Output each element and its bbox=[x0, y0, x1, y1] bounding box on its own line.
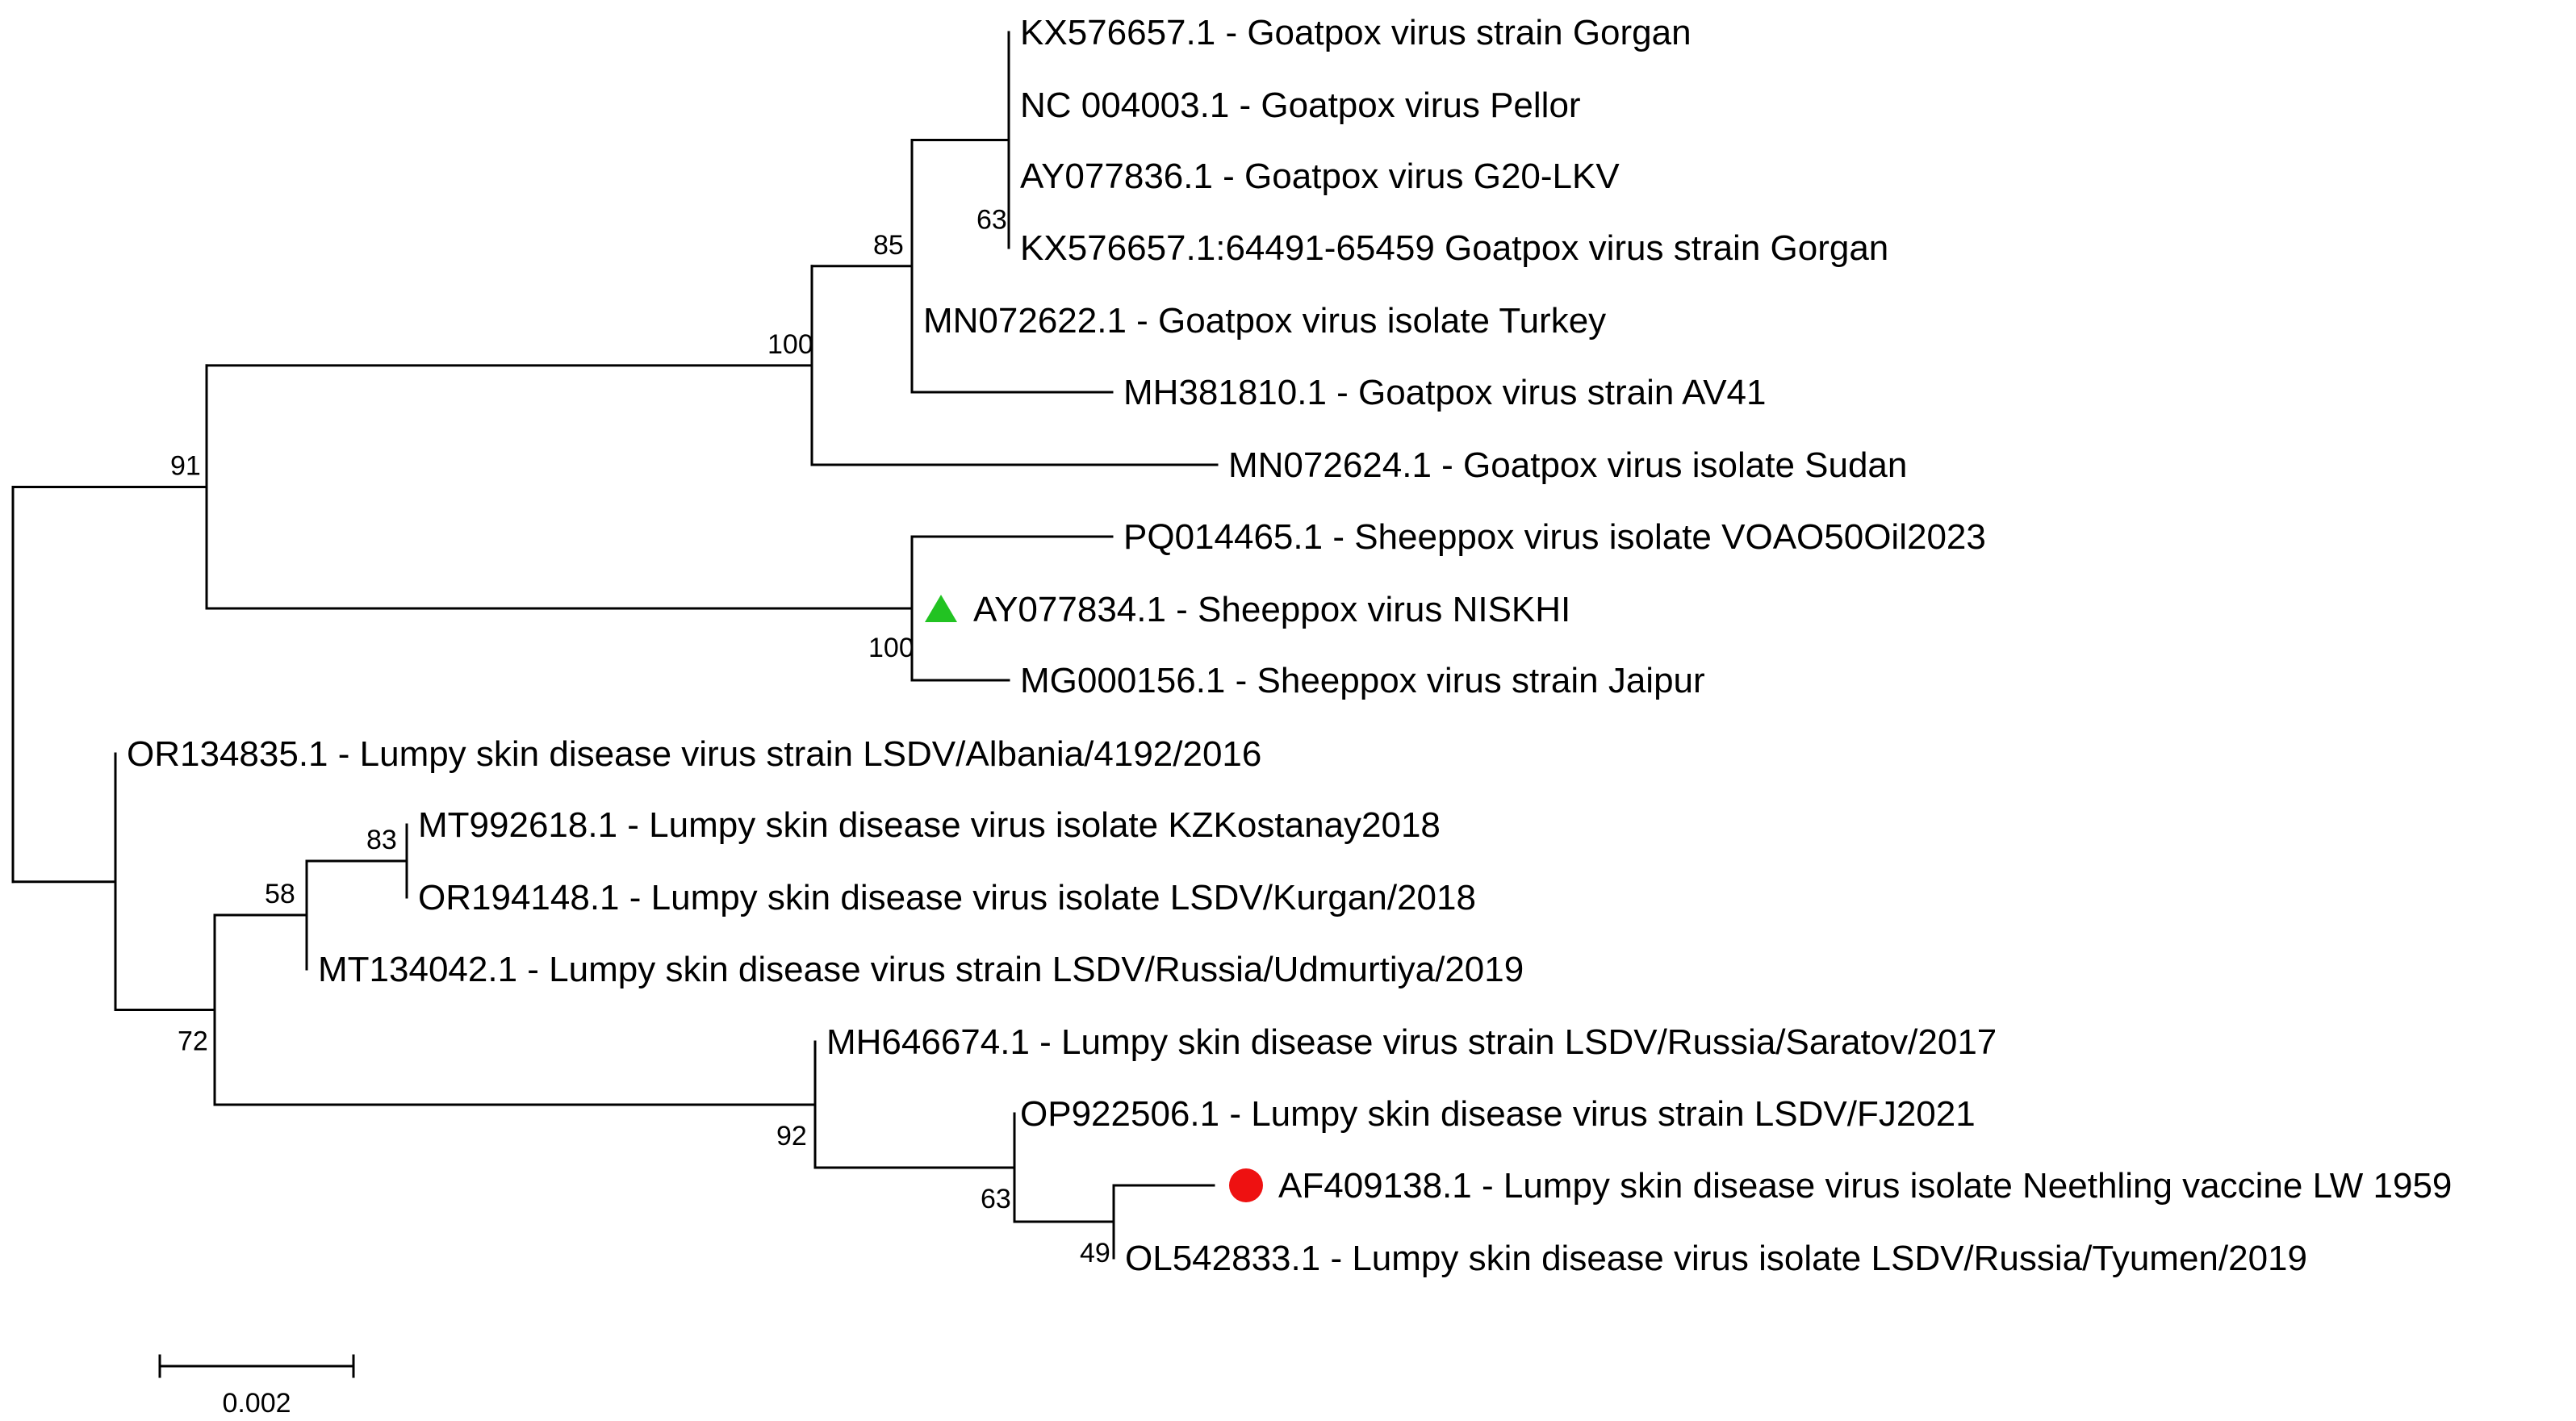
tree-branches bbox=[11, 31, 1219, 1260]
leaf-label-l4: KX576657.1:64491-65459 Goatpox virus str… bbox=[1020, 228, 1888, 268]
leaf-label-l14: MT134042.1 - Lumpy skin disease virus st… bbox=[318, 950, 1524, 989]
scale-bar-label: 0.002 bbox=[222, 1388, 291, 1419]
leaf-label-l9: AY077834.1 - Sheeppox virus NISKHI bbox=[973, 590, 1570, 629]
bootstrap-value: 85 bbox=[873, 230, 904, 261]
bootstrap-value: 63 bbox=[981, 1184, 1011, 1214]
leaf-label-l7: MN072624.1 - Goatpox virus isolate Sudan bbox=[1228, 445, 1907, 485]
leaf-label-l10: MG000156.1 - Sheeppox virus strain Jaipu… bbox=[1020, 661, 1705, 700]
leaf-label-l1: KX576657.1 - Goatpox virus strain Gorgan bbox=[1020, 13, 1692, 52]
bootstrap-value: 100 bbox=[868, 633, 914, 663]
bootstrap-value: 83 bbox=[366, 825, 397, 855]
leaf-label-l11: OR134835.1 - Lumpy skin disease virus st… bbox=[127, 734, 1261, 774]
bootstrap-value: 63 bbox=[976, 205, 1007, 236]
tree-bootstrap-values: 63 85 100 100 91 83 58 49 63 92 72 bbox=[170, 205, 1110, 1269]
leaf-label-l18: OL542833.1 - Lumpy skin disease virus is… bbox=[1125, 1239, 2307, 1278]
bootstrap-value: 100 bbox=[767, 329, 813, 360]
leaf-label-l8: PQ014465.1 - Sheeppox virus isolate VOAO… bbox=[1123, 517, 1986, 557]
leaf-label-l15: MH646674.1 - Lumpy skin disease virus st… bbox=[826, 1022, 1997, 1062]
leaf-label-l5: MN072622.1 - Goatpox virus isolate Turke… bbox=[923, 301, 1606, 341]
scale-bar: 0.002 bbox=[158, 1354, 355, 1419]
leaf-label-l16: OP922506.1 - Lumpy skin disease virus st… bbox=[1020, 1094, 1976, 1134]
bootstrap-value: 58 bbox=[265, 879, 295, 909]
circle-marker-icon bbox=[1229, 1168, 1263, 1202]
bootstrap-value: 72 bbox=[178, 1026, 208, 1057]
leaf-label-l6: MH381810.1 - Goatpox virus strain AV41 bbox=[1123, 373, 1767, 412]
triangle-marker-icon bbox=[925, 595, 957, 622]
bootstrap-value: 49 bbox=[1080, 1238, 1110, 1268]
bootstrap-value: 92 bbox=[776, 1121, 807, 1151]
leaf-label-l12: MT992618.1 - Lumpy skin disease virus is… bbox=[418, 805, 1441, 845]
leaf-label-l3: AY077836.1 - Goatpox virus G20-LKV bbox=[1020, 157, 1620, 196]
leaf-label-l13: OR194148.1 - Lumpy skin disease virus is… bbox=[418, 878, 1476, 917]
tree-leaf-labels: KX576657.1 - Goatpox virus strain Gorgan… bbox=[127, 13, 2452, 1278]
leaf-label-l2: NC 004003.1 - Goatpox virus Pellor bbox=[1020, 86, 1581, 125]
leaf-label-l17: AF409138.1 - Lumpy skin disease virus is… bbox=[1278, 1166, 2452, 1206]
bootstrap-value: 91 bbox=[170, 450, 201, 481]
